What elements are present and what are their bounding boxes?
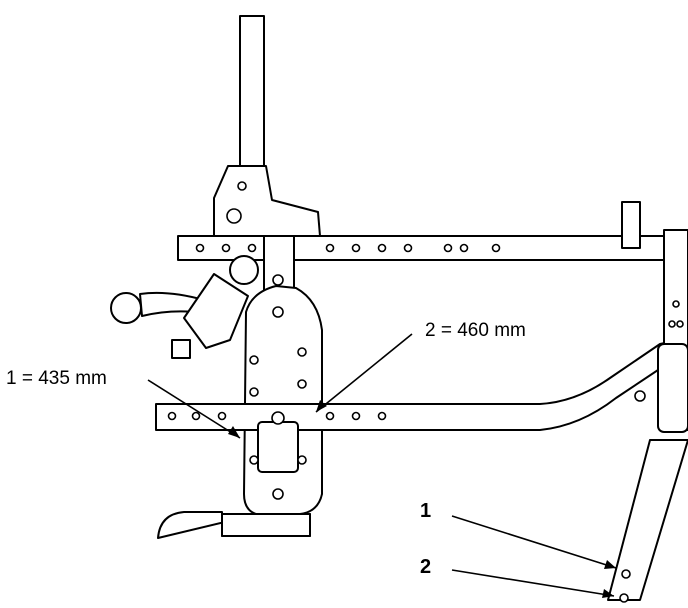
plate-hole: [272, 488, 284, 500]
tube-hole: [351, 411, 361, 421]
upper-clamp-block: [213, 165, 321, 237]
clamp-pivot: [226, 208, 242, 224]
rail-hole: [491, 243, 501, 253]
axle-bolt: [271, 411, 285, 425]
arrowhead-1: [228, 426, 240, 438]
marker-label-2: 2: [420, 556, 432, 578]
fork-hole-2: [619, 593, 629, 603]
leader-line-marker-2: [451, 569, 615, 597]
leader-line-2: [315, 333, 413, 413]
footrest-plate: [221, 513, 311, 537]
leader-line-1: [147, 379, 241, 439]
tube-hole: [377, 411, 387, 421]
plate-hole: [249, 387, 259, 397]
upright-hole: [676, 320, 684, 328]
clamp-bolt: [237, 181, 247, 191]
fork-hole-1: [621, 569, 631, 579]
plate-hole: [297, 455, 307, 465]
arrowhead-marker-1: [604, 560, 616, 569]
brake-adjust-nut: [171, 339, 191, 359]
arrowhead-2: [316, 400, 327, 412]
tube-hole: [191, 411, 201, 421]
axle-slot: [257, 421, 299, 473]
rail-hole: [403, 243, 413, 253]
callout-seat-height-1: 1 = 435 mm: [6, 368, 107, 389]
upright-hole: [672, 300, 680, 308]
rail-hole: [247, 243, 257, 253]
rail-hole: [325, 243, 335, 253]
frame-bolt: [634, 390, 646, 402]
front-post-cap: [621, 201, 641, 249]
brake-pivot-ball: [229, 255, 259, 285]
front-castor-housing: [657, 343, 688, 433]
plate-hole: [249, 455, 259, 465]
plate-hole: [249, 355, 259, 365]
rail-hole: [351, 243, 361, 253]
axle-side-plate: [243, 285, 323, 515]
leader-line-marker-1: [451, 515, 617, 569]
rail-hole: [443, 243, 453, 253]
callout-prefix-2: 2 =: [425, 320, 458, 341]
push-handle-pole: [239, 15, 265, 177]
rail-hole: [377, 243, 387, 253]
tube-hole: [217, 411, 227, 421]
callout-seat-height-2: 2 = 460 mm: [425, 320, 526, 342]
rail-hole: [195, 243, 205, 253]
post-hole: [272, 306, 284, 318]
rail-hole: [221, 243, 231, 253]
tube-hole: [325, 411, 335, 421]
upright-hole: [668, 320, 676, 328]
plate-hole: [297, 347, 307, 357]
front-fork-tube: [607, 439, 688, 601]
rail-hole: [459, 243, 469, 253]
upper-frame-rail: [177, 235, 671, 261]
brake-linkage: [183, 273, 249, 349]
tube-hole: [167, 411, 177, 421]
arrowhead-marker-2: [602, 589, 614, 598]
post-hole: [272, 274, 284, 286]
plate-hole: [297, 379, 307, 389]
marker-label-1: 1: [420, 500, 432, 522]
lower-frame-tube: [155, 337, 688, 431]
callout-value-2: 460 mm: [457, 320, 526, 341]
brake-lever-knob: [110, 292, 142, 324]
